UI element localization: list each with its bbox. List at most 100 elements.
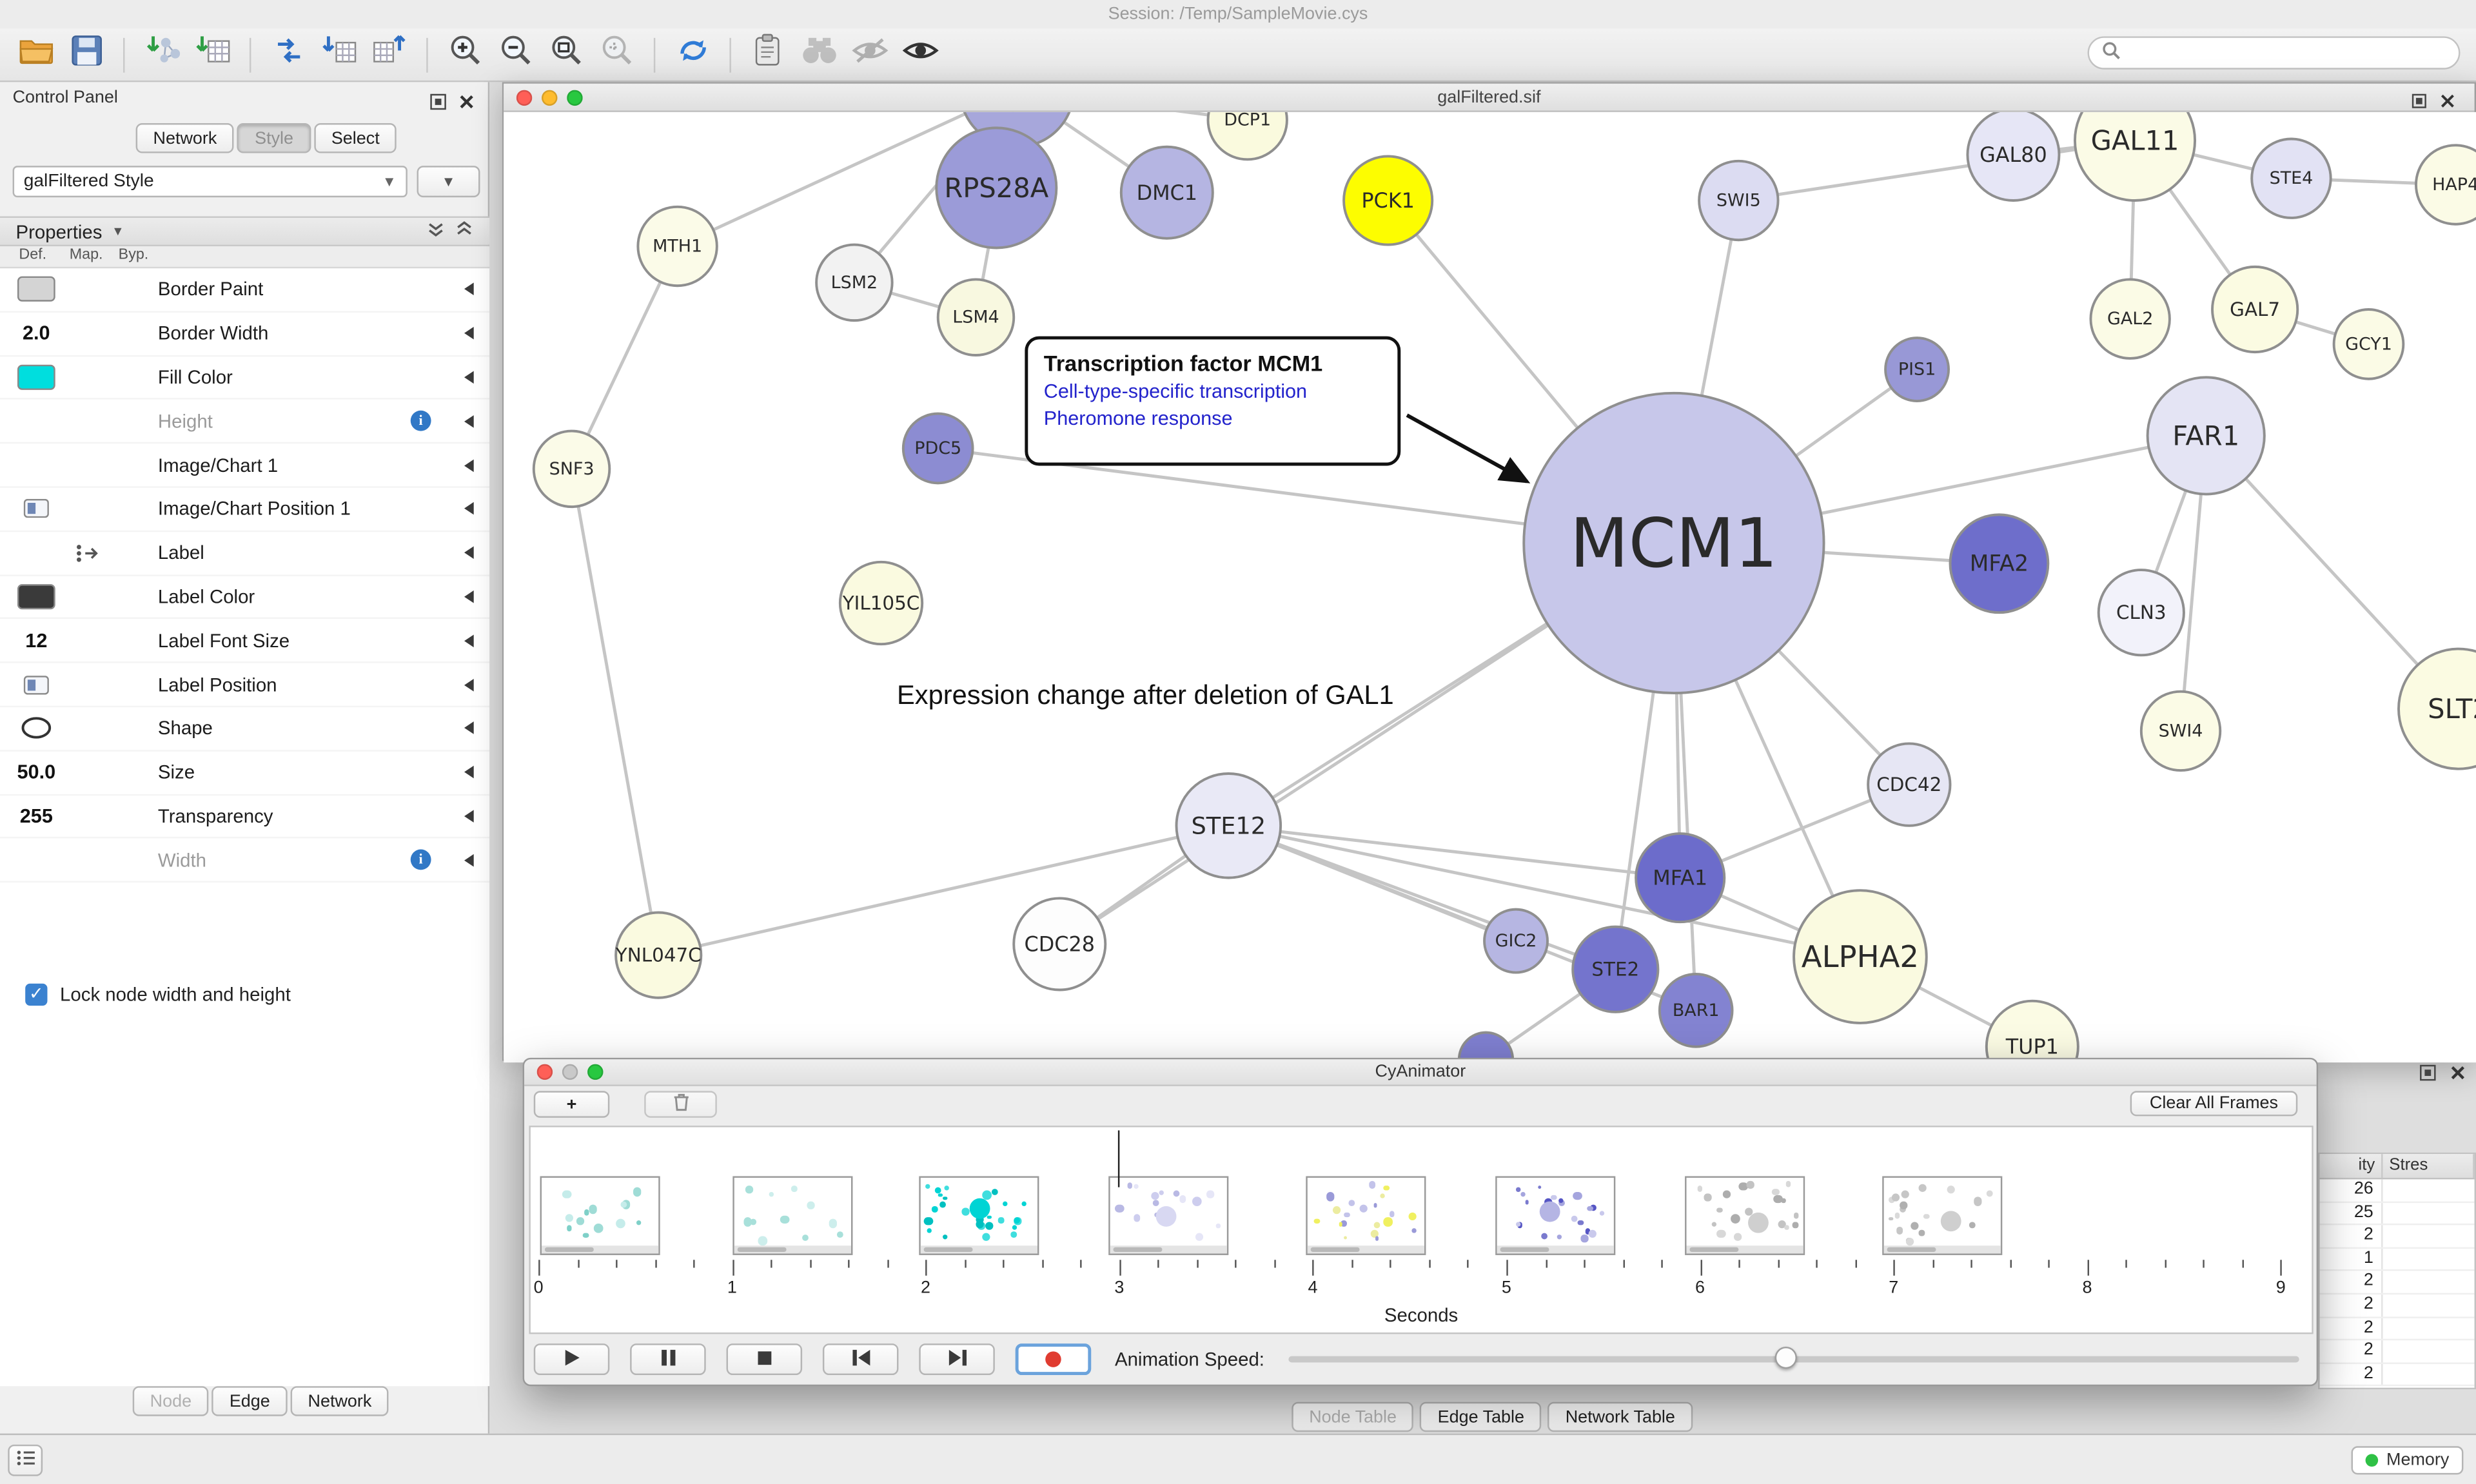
open-session-button[interactable] bbox=[13, 33, 59, 75]
zoom-window-icon[interactable] bbox=[587, 1064, 604, 1080]
expand-arrow-icon[interactable] bbox=[464, 283, 474, 296]
expand-arrow-icon[interactable] bbox=[464, 502, 474, 516]
zoom-in-button[interactable] bbox=[442, 33, 488, 75]
save-session-button[interactable] bbox=[63, 33, 109, 75]
expand-arrow-icon[interactable] bbox=[464, 415, 474, 428]
export-network-button[interactable] bbox=[265, 33, 311, 75]
tab-network-style[interactable]: Network bbox=[290, 1386, 389, 1416]
tab-edge-table[interactable]: Edge Table bbox=[1420, 1401, 1542, 1432]
color-swatch[interactable] bbox=[17, 584, 55, 610]
frame-thumbnail-0[interactable] bbox=[540, 1176, 660, 1255]
node-SWI5[interactable] bbox=[1698, 159, 1780, 242]
node-CDC42[interactable] bbox=[1867, 742, 1952, 827]
close-table-panel-icon[interactable] bbox=[2449, 1061, 2466, 1089]
default-value-cell[interactable] bbox=[13, 675, 60, 694]
table-row[interactable]: 25 bbox=[2319, 1202, 2475, 1225]
property-row-label[interactable]: Label bbox=[0, 532, 490, 576]
info-icon[interactable]: i bbox=[410, 411, 431, 432]
node-PIS1[interactable] bbox=[1884, 337, 1950, 403]
delete-frame-button[interactable] bbox=[644, 1091, 717, 1118]
refresh-view-button[interactable] bbox=[669, 33, 715, 75]
thumbnail-scrollbar[interactable] bbox=[734, 1245, 852, 1254]
zoom-selected-button[interactable] bbox=[594, 33, 640, 75]
show-details-button[interactable] bbox=[897, 33, 943, 75]
collapse-all-icon[interactable] bbox=[426, 219, 445, 243]
default-value-cell[interactable] bbox=[13, 718, 60, 739]
node-GAL2[interactable] bbox=[2089, 278, 2171, 360]
node-GAL80[interactable] bbox=[1966, 112, 2061, 202]
memory-button[interactable]: Memory bbox=[2352, 1446, 2464, 1475]
node-YIL105C[interactable] bbox=[838, 560, 924, 646]
search-input[interactable] bbox=[2130, 43, 2446, 63]
default-value-cell[interactable]: 12 bbox=[13, 630, 60, 652]
edge-SNF3-YNL047C[interactable] bbox=[570, 468, 660, 956]
expand-arrow-icon[interactable] bbox=[464, 678, 474, 691]
import-table-button[interactable] bbox=[190, 33, 235, 75]
property-row-image-chart-position-1[interactable]: Image/Chart Position 1 bbox=[0, 488, 490, 532]
node-MFA2[interactable] bbox=[1949, 513, 2050, 614]
node-TUP1[interactable] bbox=[1985, 999, 2079, 1063]
new-network-button[interactable] bbox=[366, 33, 412, 75]
find-button[interactable] bbox=[796, 33, 841, 75]
node-GCY1[interactable] bbox=[2332, 308, 2405, 380]
node-BAR1[interactable] bbox=[1658, 973, 1734, 1048]
tab-edge-style[interactable]: Edge bbox=[211, 1386, 288, 1416]
thumbnail-scrollbar[interactable] bbox=[920, 1245, 1037, 1254]
add-frame-button[interactable]: + bbox=[533, 1091, 610, 1118]
expand-arrow-icon[interactable] bbox=[464, 634, 474, 647]
clear-all-frames-button[interactable]: Clear All Frames bbox=[2130, 1091, 2298, 1117]
frame-thumbnail-7[interactable] bbox=[1882, 1176, 2003, 1255]
edge-FAR1-SLT2[interactable] bbox=[2205, 434, 2460, 710]
expand-arrow-icon[interactable] bbox=[464, 458, 474, 472]
close-view-icon[interactable] bbox=[2440, 90, 2455, 119]
close-window-icon[interactable] bbox=[536, 1064, 553, 1080]
expand-arrow-icon[interactable] bbox=[464, 546, 474, 560]
table-column-ity[interactable]: ity bbox=[2320, 1154, 2383, 1178]
annotation-link-1[interactable]: Cell-type-specific transcription bbox=[1043, 380, 1308, 403]
table-row[interactable]: 2 bbox=[2319, 1340, 2475, 1364]
expand-arrow-icon[interactable] bbox=[464, 722, 474, 735]
property-row-shape[interactable]: Shape bbox=[0, 707, 490, 752]
thumbnail-scrollbar[interactable] bbox=[1110, 1245, 1227, 1254]
node-RPS28A[interactable] bbox=[935, 126, 1058, 249]
float-panel-icon[interactable] bbox=[429, 90, 447, 119]
thumbnail-scrollbar[interactable] bbox=[1497, 1245, 1614, 1254]
play-button[interactable] bbox=[533, 1343, 610, 1376]
node-ALPHA2[interactable] bbox=[1793, 889, 1928, 1024]
edge-STE12-ALPHA2[interactable] bbox=[1228, 824, 1861, 959]
node-PDC5[interactable] bbox=[901, 412, 974, 485]
thumbnail-scrollbar[interactable] bbox=[1307, 1245, 1424, 1254]
annotation-link-2[interactable]: Pheromone response bbox=[1043, 407, 1233, 430]
expand-arrow-icon[interactable] bbox=[464, 590, 474, 603]
node-GIC2[interactable] bbox=[1483, 908, 1549, 974]
network-window-titlebar[interactable]: galFiltered.sif bbox=[504, 83, 2475, 112]
info-icon[interactable]: i bbox=[410, 850, 431, 871]
animation-speed-slider-thumb[interactable] bbox=[1774, 1346, 1797, 1369]
canvas-caption[interactable]: Expression change after deletion of GAL1 bbox=[897, 680, 1394, 711]
stop-button[interactable] bbox=[726, 1343, 803, 1376]
node-STE12[interactable] bbox=[1175, 772, 1282, 879]
edge-STE12-YNL047C[interactable] bbox=[658, 824, 1229, 957]
frame-thumbnail-4[interactable] bbox=[1306, 1176, 1426, 1255]
node-HAP4[interactable] bbox=[2414, 144, 2476, 226]
style-options-button[interactable]: ▼ bbox=[417, 166, 480, 198]
table-row[interactable]: 1 bbox=[2319, 1248, 2475, 1272]
edge-GAL11-SWI5[interactable] bbox=[1738, 139, 2136, 202]
table-row[interactable]: 2 bbox=[2319, 1363, 2475, 1387]
node-LSM4[interactable] bbox=[936, 278, 1016, 356]
current-style-dropdown[interactable]: galFiltered Style ▼ bbox=[12, 166, 408, 198]
session-titlebar[interactable]: Session: /Temp/SampleMovie.cys bbox=[0, 0, 2476, 29]
annotation-arrow[interactable] bbox=[1406, 413, 1531, 483]
zoom-window-icon[interactable] bbox=[567, 90, 583, 106]
expand-arrow-icon[interactable] bbox=[464, 854, 474, 866]
expand-arrow-icon[interactable] bbox=[464, 371, 474, 384]
node-GAL11[interactable] bbox=[2074, 112, 2197, 202]
zoom-fit-button[interactable] bbox=[543, 33, 589, 75]
node-LSM2[interactable] bbox=[815, 243, 894, 322]
network-from-url-button[interactable] bbox=[316, 33, 362, 75]
